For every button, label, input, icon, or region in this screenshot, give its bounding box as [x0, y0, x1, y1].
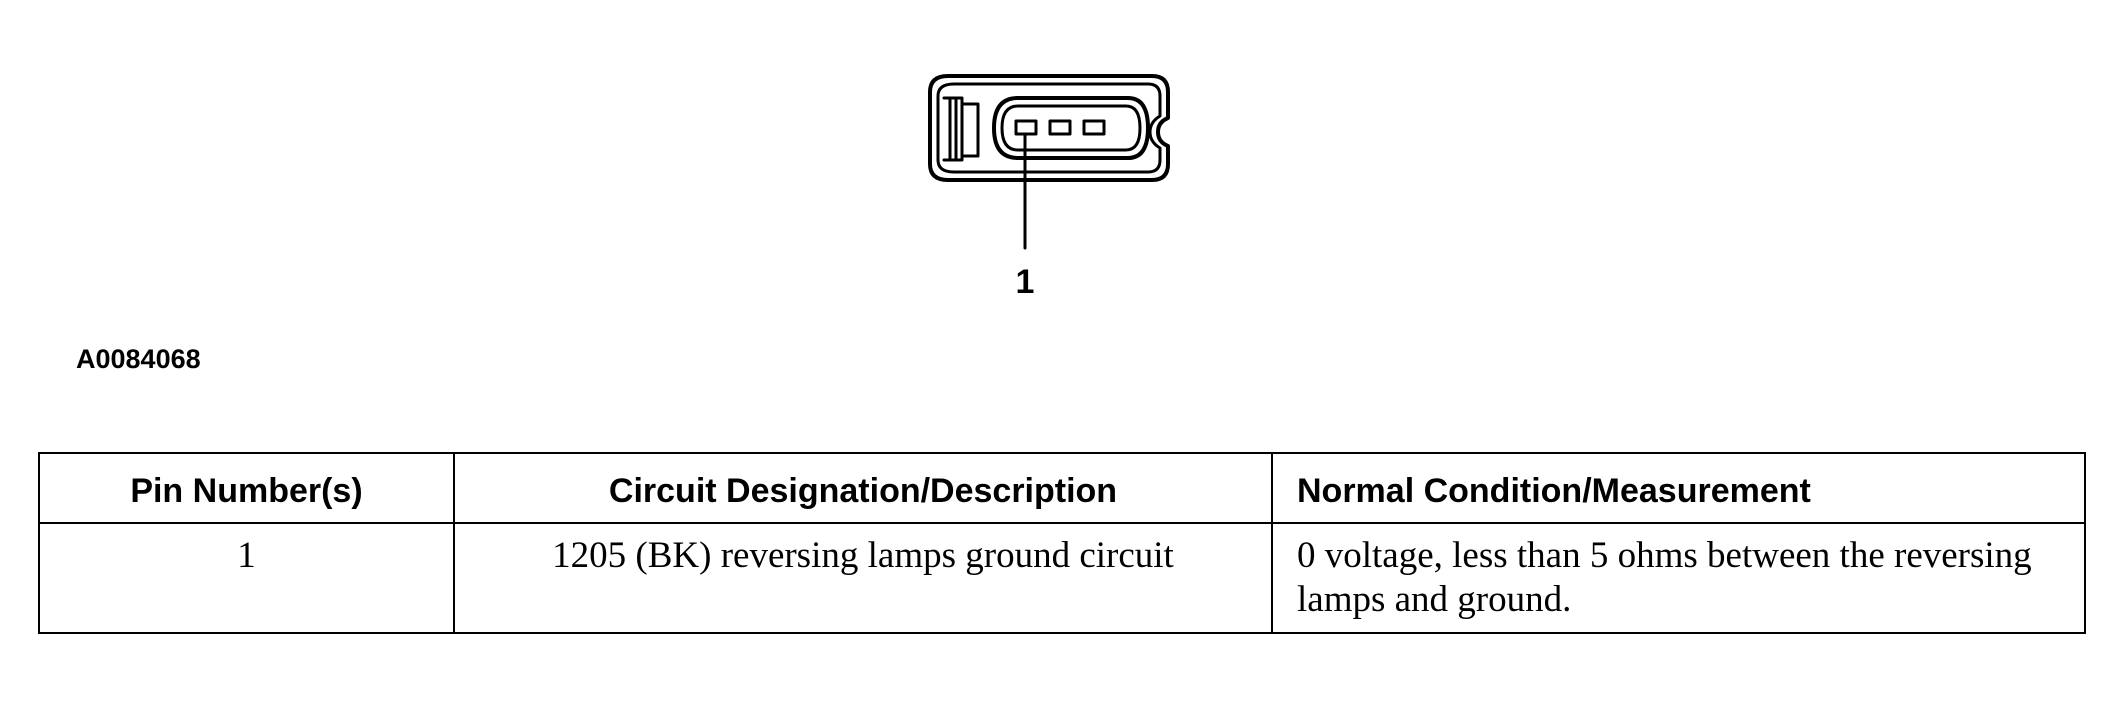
pin-2 [1048, 119, 1072, 136]
pin-1 [1014, 119, 1038, 136]
pin-table: Pin Number(s) Circuit Designation/Descri… [38, 452, 2086, 634]
table-row: 1 1205 (BK) reversing lamps ground circu… [38, 522, 2086, 634]
cell-circuit-description: 1205 (BK) reversing lamps ground circuit [453, 522, 1273, 634]
callout-label: 1 [1015, 263, 1035, 301]
cell-normal-condition: 0 voltage, less than 5 ohms between the … [1271, 522, 2086, 634]
connector-housing-inner [936, 82, 1162, 174]
terminal-shroud-inner [1000, 104, 1142, 152]
pin-3 [1082, 119, 1106, 136]
header-pin-numbers: Pin Number(s) [38, 452, 455, 524]
connector-housing-outline [928, 74, 1170, 182]
header-normal-condition: Normal Condition/Measurement [1271, 452, 2086, 524]
terminal-shroud-outer [992, 96, 1150, 160]
cell-pin-number: 1 [38, 522, 455, 634]
header-circuit-description: Circuit Designation/Description [453, 452, 1273, 524]
connector-diagram [928, 74, 1170, 250]
figure-id: A0084068 [76, 344, 201, 374]
connector-latch [942, 96, 964, 162]
table-header-row: Pin Number(s) Circuit Designation/Descri… [38, 452, 2086, 524]
